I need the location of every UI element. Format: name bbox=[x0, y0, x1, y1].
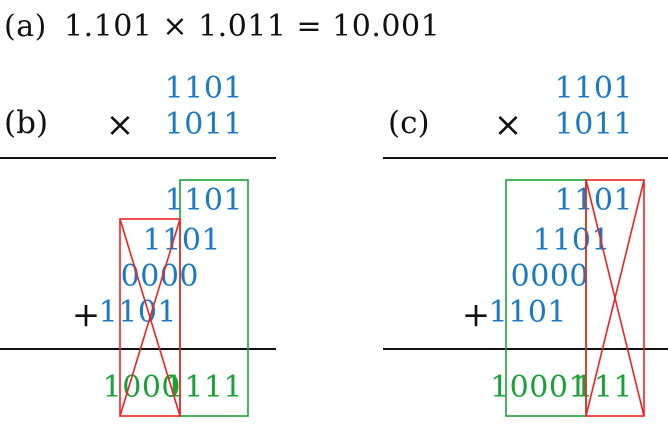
panel-c-plus-sign: + bbox=[461, 295, 491, 335]
panel-b-discard-box bbox=[119, 218, 181, 417]
equation-label: (a) bbox=[4, 9, 47, 44]
panel-c-partial-4: 1101 bbox=[488, 295, 567, 330]
panel-c-multiplicand: 1101 bbox=[554, 71, 633, 106]
panel-c-multiplier: 1011 bbox=[554, 107, 633, 142]
panel-b-kept-box bbox=[179, 179, 249, 417]
panel-c-result-right: 111 bbox=[574, 370, 633, 405]
panel-b-top-rule bbox=[0, 157, 276, 159]
panel-c-top-rule bbox=[383, 157, 668, 159]
panel-b-multiplicand: 1101 bbox=[164, 71, 243, 106]
panel-c-partial-2: 1101 bbox=[532, 223, 611, 258]
panel-c-discard-box bbox=[585, 179, 645, 417]
panel-c-times-sign: × bbox=[493, 105, 523, 145]
panel-b-multiplier: 1011 bbox=[164, 107, 243, 142]
panel-b-times-sign: × bbox=[105, 105, 135, 145]
panel-c-partial-3: 0000 bbox=[510, 259, 589, 294]
panel-c-bottom-rule bbox=[383, 348, 668, 350]
panel-b-result-right: 1111 bbox=[164, 370, 243, 405]
panel-b-partial-2: 1101 bbox=[142, 223, 221, 258]
panel-c-kept-box bbox=[505, 179, 587, 417]
panel-c-label: (c) bbox=[388, 105, 430, 141]
panel-b-label: (b) bbox=[4, 105, 49, 141]
panel-b-partial-4: 1101 bbox=[98, 295, 177, 330]
panel-c-discard-cross-2 bbox=[585, 179, 645, 417]
panel-b-discard-cross-2 bbox=[119, 218, 181, 417]
panel-b-bottom-rule bbox=[0, 348, 276, 350]
panel-b-partial-1: 1101 bbox=[164, 183, 243, 218]
equation-text: 1.101 × 1.011 = 10.001 bbox=[64, 9, 441, 44]
panel-b-plus-sign: + bbox=[71, 295, 101, 335]
